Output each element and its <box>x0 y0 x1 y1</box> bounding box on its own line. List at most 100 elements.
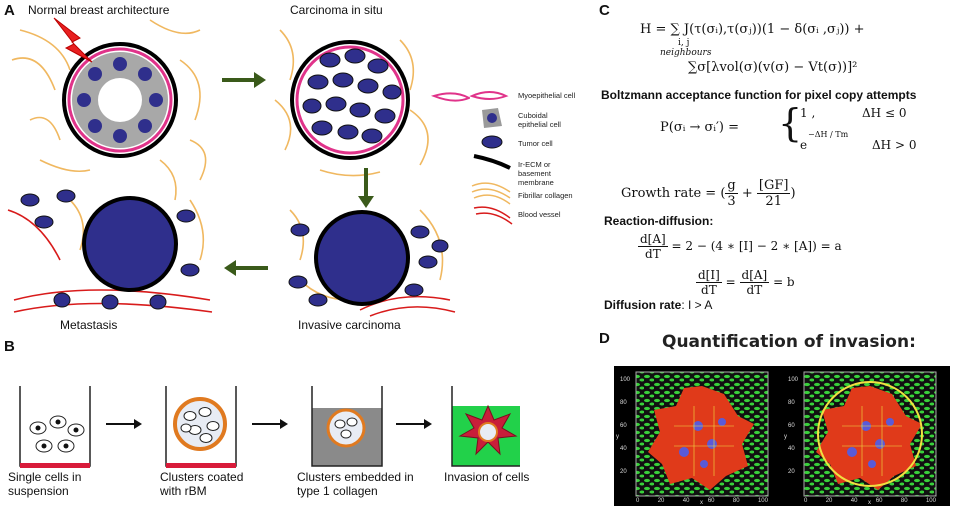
legend-basement-membrane: Ir-ECM or basement membrane <box>518 160 554 187</box>
x-tick: 40 <box>682 498 690 504</box>
stage-normal-label: Normal breast architecture <box>28 3 170 17</box>
myoepithelial-icon <box>430 92 470 102</box>
normal-duct <box>62 42 178 158</box>
step-3-line1: Clusters embedded in <box>297 470 414 484</box>
step-3-caption: Clusters embedded in type 1 collagen <box>297 470 414 498</box>
growth-close: ) <box>790 186 796 201</box>
plot-left-y-label: y <box>616 434 619 440</box>
sum-subscript-top: i, j <box>678 38 690 48</box>
x-tick: 60 <box>875 498 883 504</box>
rd2-mid: = <box>725 275 736 289</box>
x-tick: 20 <box>825 498 833 504</box>
panel-d-title: Quantification of invasion: <box>662 332 916 352</box>
diffusion-rate-line: Diffusion rate: I > A <box>604 298 712 312</box>
case-1-value: 1 , <box>800 106 816 120</box>
blood-vessels-metastasis <box>7 209 213 313</box>
panel-b-label: B <box>4 338 15 355</box>
y-tick: 60 <box>620 423 627 429</box>
growth-lhs: Growth rate = ( <box>621 186 726 201</box>
x-tick: 60 <box>707 498 715 504</box>
invasive-tumor <box>288 210 449 307</box>
rd1-den: dT <box>645 247 661 261</box>
simulation-plot-left <box>635 371 769 497</box>
x-tick: 20 <box>657 498 665 504</box>
x-tick: 100 <box>757 498 768 504</box>
arrow-normal-to-cis <box>222 72 266 88</box>
panel-c-label: C <box>599 2 610 19</box>
step-1-caption: Single cells in suspension <box>8 470 81 498</box>
panel-a-label: A <box>4 2 15 19</box>
growth-frac1-den: 3 <box>727 194 736 209</box>
sum-subscript-bottom: neighbours <box>660 48 712 58</box>
diffusion-title: Diffusion rate <box>604 298 682 312</box>
probability-lhs: P(σᵢ → σᵢ′) = <box>660 120 740 135</box>
x-tick: 80 <box>900 498 908 504</box>
x-tick: 100 <box>925 498 936 504</box>
plot-right-x-ticks: 0 20 40 60 80 100 <box>804 498 936 504</box>
plot-right-y-ticks: 100 80 60 40 20 <box>788 369 798 484</box>
panel-d-label: D <box>599 330 610 347</box>
step-3-line2: type 1 collagen <box>297 484 378 498</box>
hamiltonian-line-1: H = ∑ J(τ(σᵢ),τ(σⱼ))(1 − δ(σᵢ ,σⱼ)) + <box>640 22 865 37</box>
metastasis-tumor <box>20 189 200 310</box>
legend-icons <box>430 92 470 102</box>
blood-vessels-invasive <box>359 295 456 317</box>
step-4-line1: Invasion of cells <box>444 470 530 484</box>
simulation-plots <box>635 371 937 497</box>
well-collagen-embedded <box>311 386 383 467</box>
step-2-line2: with rBM <box>160 484 207 498</box>
rd2-den2: dT <box>746 283 763 297</box>
growth-frac2-den: 21 <box>765 194 782 209</box>
y-tick: 60 <box>788 423 795 429</box>
basement-membrane-icon <box>473 154 511 170</box>
case-1-condition: ΔH ≤ 0 <box>862 106 907 120</box>
legend-tumor: Tumor cell <box>518 139 553 148</box>
simulation-plot-right <box>803 371 937 497</box>
growth-frac2-num: [GF] <box>756 178 791 194</box>
boltzmann-title: Boltzmann acceptance function for pixel … <box>601 88 917 102</box>
x-tick: 0 <box>636 498 640 504</box>
plot-left-x-ticks: 0 20 40 60 80 100 <box>636 498 768 504</box>
plot-left-x-label: x <box>700 500 703 506</box>
y-tick: 80 <box>620 400 627 406</box>
collagen-icon <box>471 182 511 205</box>
blood-vessel-icon <box>473 206 513 225</box>
case-2-exponent: −ΔH / Tm <box>808 130 849 139</box>
y-tick: 20 <box>788 469 795 475</box>
invasion-radius-circle <box>817 381 923 487</box>
legend-icon-column <box>469 91 513 225</box>
plot-left-y-ticks: 100 80 60 40 20 <box>620 369 630 484</box>
legend-cuboidal: Cuboidal epithelial cell <box>518 111 561 129</box>
growth-plus: + <box>741 186 753 201</box>
arrow-step-3 <box>396 419 432 429</box>
well-invasion <box>451 386 520 467</box>
step-2-line1: Clusters coated <box>160 470 244 484</box>
diffusion-rhs: : I > A <box>681 298 713 312</box>
step-2-caption: Clusters coated with rBM <box>160 470 243 498</box>
x-tick: 0 <box>804 498 808 504</box>
lightning-icon <box>53 17 93 63</box>
stage-invasive-label: Invasive carcinoma <box>298 318 401 332</box>
legend-collagen: Fibrillar collagen <box>518 191 573 200</box>
reaction-eq-2: d[I]dT = d[A]dT = b <box>696 268 795 297</box>
step-1-line1: Single cells in <box>8 470 82 484</box>
rd1-num: d[A] <box>638 232 668 247</box>
step-1-line2: suspension <box>8 484 69 498</box>
well-single-cells <box>19 386 91 468</box>
step-4-caption: Invasion of cells <box>444 470 529 484</box>
x-tick: 80 <box>732 498 740 504</box>
arrow-invasive-to-metastasis <box>224 260 268 276</box>
y-tick: 100 <box>788 377 799 383</box>
plot-right-x-label: x <box>868 500 871 506</box>
x-tick: 40 <box>850 498 858 504</box>
case-2-base: e <box>800 138 808 152</box>
collagen-fibers-cis <box>274 29 429 177</box>
collagen-fibers-metastasis <box>69 199 205 261</box>
well-rbm-clusters <box>165 386 237 468</box>
rd1-rhs: = 2 − (4 ∗ [I] − 2 ∗ [A]) = a <box>671 239 842 253</box>
hamiltonian-line-2: ∑σ[λvol(σ)(v(σ) − Vt(σ))]² <box>688 60 858 75</box>
reaction-eq-1: d[A]dT = 2 − (4 ∗ [I] − 2 ∗ [A]) = a <box>638 232 842 261</box>
y-tick: 100 <box>620 377 631 383</box>
case-2-condition: ΔH > 0 <box>872 138 917 152</box>
carcinoma-in-situ-duct <box>290 40 410 160</box>
